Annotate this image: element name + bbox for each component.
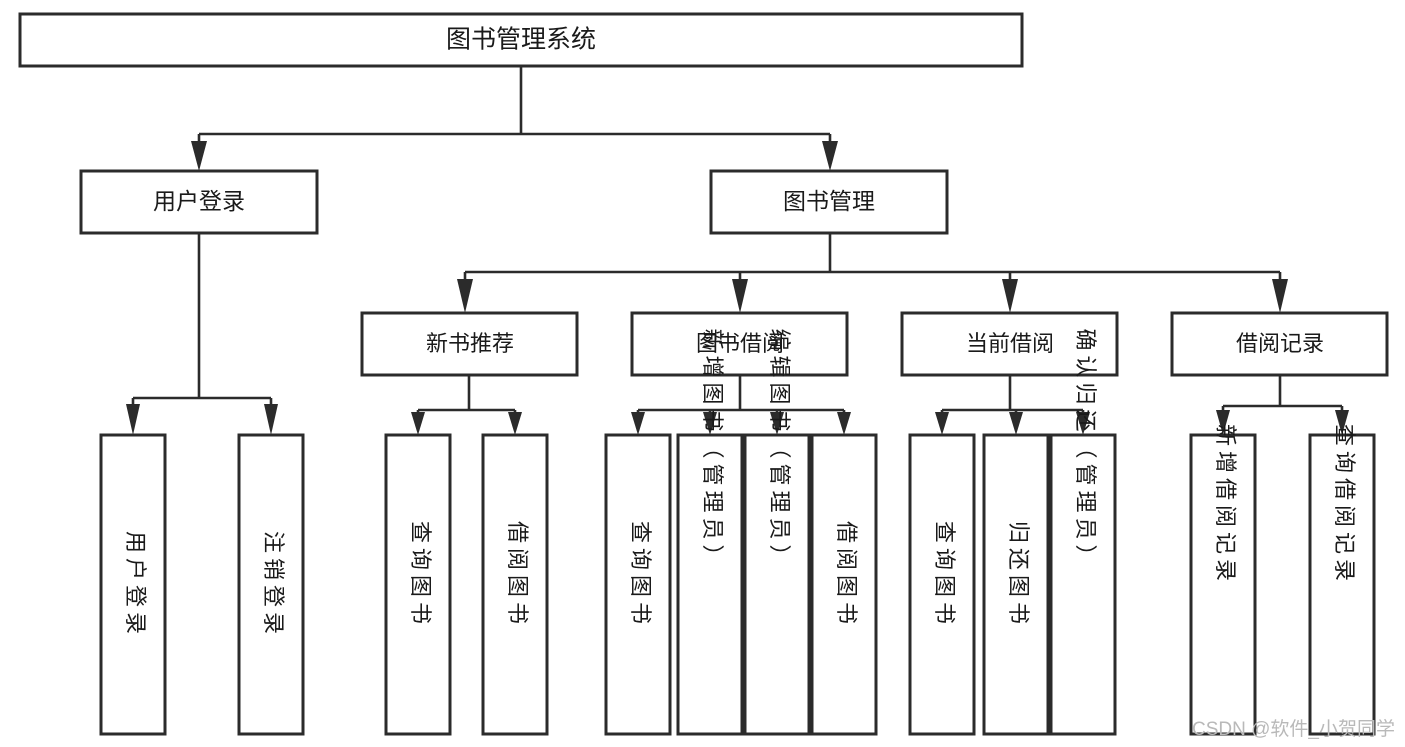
node-leaf-edit-book-admin-label: 编辑图书（管理员） (767, 328, 792, 571)
node-current-borrow[interactable]: 当前借阅 (900, 311, 1119, 377)
node-leaf-query-book-borrow[interactable]: 查询图书 (604, 433, 672, 736)
node-leaf-return-book-box[interactable] (982, 433, 1050, 736)
arrowhead-user-login (191, 141, 207, 171)
node-root-box[interactable] (18, 12, 1024, 68)
node-leaf-add-book-admin-box[interactable] (676, 433, 744, 736)
node-root[interactable]: 图书管理系统 (18, 12, 1024, 68)
node-user-login-label: 用户登录 (153, 188, 245, 214)
node-root-label: 图书管理系统 (446, 26, 596, 54)
node-leaf-query-book-borrow-label: 查询图书 (628, 521, 653, 629)
node-leaf-borrow-book[interactable]: 借阅图书 (810, 433, 878, 736)
node-current-borrow-box[interactable] (900, 311, 1119, 377)
node-leaf-logout-login-label: 注销登录 (261, 531, 286, 639)
arrowhead-leaf-borrow-book (837, 412, 851, 435)
node-leaf-add-book-admin[interactable]: 新增图书（管理员） (676, 328, 744, 736)
node-leaf-query-book-current[interactable]: 查询图书 (908, 433, 976, 736)
arrowhead-new-book-recommend (457, 279, 473, 313)
node-leaf-edit-book-admin-box[interactable] (743, 433, 811, 736)
arrowhead-leaf-query-book-borrow (631, 412, 645, 435)
node-borrow-record[interactable]: 借阅记录 (1170, 311, 1389, 377)
node-book-management-label: 图书管理 (783, 188, 875, 214)
node-leaf-query-book-recommend-box[interactable] (384, 433, 452, 736)
node-leaf-query-book-recommend[interactable]: 查询图书 (384, 433, 452, 736)
arrowhead-leaf-borrow-book-recommend (508, 412, 522, 435)
node-leaf-return-book[interactable]: 归还图书 (982, 433, 1050, 736)
node-borrow-record-label: 借阅记录 (1236, 331, 1324, 356)
node-new-book-recommend[interactable]: 新书推荐 (360, 311, 579, 377)
node-user-login-box[interactable] (79, 169, 319, 235)
node-leaf-return-book-label: 归还图书 (1006, 521, 1031, 629)
node-leaf-borrow-book-box[interactable] (810, 433, 878, 736)
node-leaf-borrow-book-label: 借阅图书 (834, 521, 859, 629)
node-leaf-confirm-return-admin-label: 确认归还（管理员） (1073, 328, 1098, 571)
csdn-watermark: CSDN @软件_小贺同学 (1192, 719, 1395, 740)
node-leaf-borrow-book-recommend-label: 借阅图书 (505, 521, 530, 629)
node-leaf-confirm-return-admin[interactable]: 确认归还（管理员） (1049, 328, 1117, 736)
node-leaf-query-book-recommend-label: 查询图书 (408, 521, 433, 629)
arrowhead-leaf-return-book (1009, 412, 1023, 435)
node-leaf-query-borrow-record-label: 查询借阅记录 (1332, 424, 1357, 586)
node-borrow-record-box[interactable] (1170, 311, 1389, 377)
node-current-borrow-label: 当前借阅 (966, 331, 1054, 356)
arrowhead-leaf-logout-login (264, 404, 278, 435)
node-leaf-borrow-book-recommend-box[interactable] (481, 433, 549, 736)
arrowhead-book-management (822, 141, 838, 171)
node-leaf-borrow-book-recommend[interactable]: 借阅图书 (481, 433, 549, 736)
node-leaf-edit-book-admin[interactable]: 编辑图书（管理员） (743, 328, 811, 736)
node-leaf-user-login-label: 用户登录 (123, 531, 148, 639)
node-leaf-add-borrow-record[interactable]: 新增借阅记录 (1189, 424, 1257, 736)
node-leaf-user-login-box[interactable] (99, 433, 167, 736)
arrowhead-leaf-edit-book-admin (770, 412, 784, 435)
node-leaf-confirm-return-admin-box[interactable] (1049, 433, 1117, 736)
arrowhead-leaf-query-book-current (935, 412, 949, 435)
node-leaf-add-borrow-record-box[interactable] (1189, 433, 1257, 736)
node-leaf-query-book-current-box[interactable] (908, 433, 976, 736)
arrowhead-borrow-record (1272, 279, 1288, 313)
node-leaf-add-borrow-record-label: 新增借阅记录 (1213, 424, 1238, 586)
arrowhead-leaf-query-borrow-record (1335, 410, 1349, 435)
node-leaf-query-borrow-record[interactable]: 查询借阅记录 (1308, 424, 1376, 736)
node-book-management-box[interactable] (709, 169, 949, 235)
node-book-borrow[interactable]: 图书借阅 (630, 311, 849, 377)
node-leaf-query-book-borrow-box[interactable] (604, 433, 672, 736)
node-book-borrow-label: 图书借阅 (696, 331, 784, 356)
arrowhead-leaf-user-login (126, 404, 140, 435)
node-book-borrow-box[interactable] (630, 311, 849, 377)
node-user-login[interactable]: 用户登录 (79, 169, 319, 235)
arrowhead-leaf-query-book-recommend (411, 412, 425, 435)
arrowhead-leaf-add-borrow-record (1216, 410, 1230, 435)
node-leaf-logout-login[interactable]: 注销登录 (237, 433, 305, 736)
node-new-book-recommend-label: 新书推荐 (426, 331, 514, 356)
node-leaf-query-borrow-record-box[interactable] (1308, 433, 1376, 736)
connector-layer (126, 66, 1349, 435)
node-leaf-user-login[interactable]: 用户登录 (99, 433, 167, 736)
arrowhead-book-borrow (732, 279, 748, 313)
node-leaf-add-book-admin-label: 新增图书（管理员） (700, 328, 725, 571)
node-leaf-logout-login-box[interactable] (237, 433, 305, 736)
arrowhead-current-borrow (1002, 279, 1018, 313)
arrowhead-leaf-confirm-return-admin (1076, 412, 1090, 435)
node-leaf-query-book-current-label: 查询图书 (932, 521, 957, 629)
arrowhead-leaf-add-book-admin (703, 412, 717, 435)
node-new-book-recommend-box[interactable] (360, 311, 579, 377)
node-book-management[interactable]: 图书管理 (709, 169, 949, 235)
